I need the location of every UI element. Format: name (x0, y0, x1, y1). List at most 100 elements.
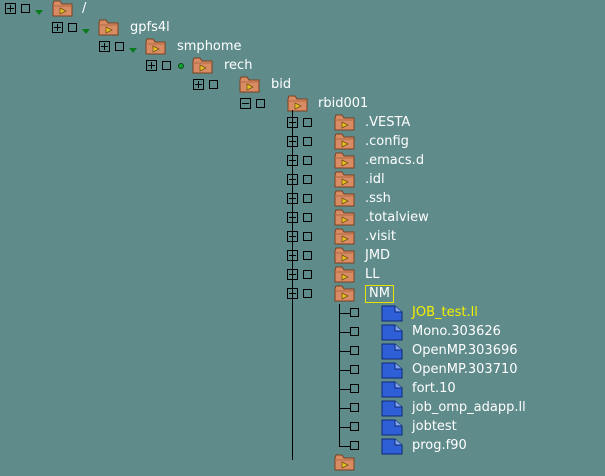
folder-label[interactable]: rbid001 (318, 96, 369, 111)
select-checkbox[interactable] (350, 403, 359, 412)
folder-icon[interactable] (334, 209, 356, 227)
folder-label[interactable]: .VESTA (365, 115, 411, 130)
expand-toggle[interactable] (287, 117, 298, 128)
folder-label[interactable]: / (82, 1, 87, 16)
select-checkbox[interactable] (256, 99, 265, 108)
file-label[interactable]: prog.f90 (412, 438, 467, 453)
folder-label[interactable]: bid (271, 77, 292, 92)
folder-icon[interactable] (192, 57, 214, 75)
tree-node-smphome[interactable]: smphome (0, 38, 605, 57)
tree-node-file[interactable]: fort.10 (0, 380, 605, 399)
file-icon[interactable] (381, 324, 403, 341)
file-label[interactable]: Mono.303626 (412, 324, 501, 339)
file-label[interactable]: job_omp_adapp.ll (412, 400, 526, 415)
file-label[interactable]: jobtest (412, 419, 457, 434)
tree-node-JMD[interactable]: JMD (0, 247, 605, 266)
tree-node-rbid001[interactable]: rbid001 (0, 95, 605, 114)
select-checkbox[interactable] (68, 23, 77, 32)
file-label[interactable]: OpenMP.303696 (412, 343, 518, 358)
folder-icon[interactable] (52, 0, 74, 18)
file-icon[interactable] (381, 305, 403, 322)
select-checkbox[interactable] (21, 4, 30, 13)
tree-node-file[interactable]: job_omp_adapp.ll (0, 399, 605, 418)
folder-icon[interactable] (334, 454, 356, 472)
folder-icon[interactable] (334, 228, 356, 246)
expand-toggle[interactable] (287, 212, 298, 223)
folder-label[interactable]: .emacs.d (365, 153, 425, 168)
file-icon[interactable] (381, 381, 403, 398)
tree-node-dot-ssh[interactable]: .ssh (0, 190, 605, 209)
expand-toggle[interactable] (52, 22, 63, 33)
folder-label[interactable]: smphome (177, 39, 242, 54)
tree-node-dot-idl[interactable]: .idl (0, 171, 605, 190)
file-icon[interactable] (381, 362, 403, 379)
tree-node-dot-config[interactable]: .config (0, 133, 605, 152)
select-checkbox[interactable] (162, 61, 171, 70)
collapse-toggle[interactable] (287, 288, 298, 299)
folder-icon[interactable] (98, 19, 120, 37)
select-checkbox[interactable] (350, 422, 359, 431)
file-icon[interactable] (381, 400, 403, 417)
select-checkbox[interactable] (350, 384, 359, 393)
folder-icon[interactable] (145, 38, 167, 56)
folder-label[interactable]: .config (365, 134, 409, 149)
folder-icon[interactable] (334, 152, 356, 170)
select-checkbox[interactable] (303, 213, 312, 222)
folder-icon[interactable] (334, 171, 356, 189)
select-checkbox[interactable] (303, 175, 312, 184)
folder-label[interactable]: rech (224, 58, 253, 73)
expand-toggle[interactable] (287, 155, 298, 166)
select-checkbox[interactable] (209, 80, 218, 89)
folder-icon[interactable] (334, 190, 356, 208)
tree-node-file[interactable]: prog.f90 (0, 437, 605, 456)
select-checkbox[interactable] (303, 232, 312, 241)
select-checkbox[interactable] (350, 346, 359, 355)
folder-icon[interactable] (239, 76, 261, 94)
select-checkbox[interactable] (303, 156, 312, 165)
select-checkbox[interactable] (350, 327, 359, 336)
folder-label[interactable]: NM (365, 285, 394, 303)
expand-toggle[interactable] (5, 3, 16, 14)
select-checkbox[interactable] (115, 42, 124, 51)
select-checkbox[interactable] (303, 118, 312, 127)
select-checkbox[interactable] (350, 365, 359, 374)
expand-toggle[interactable] (287, 250, 298, 261)
collapse-toggle[interactable] (240, 98, 251, 109)
folder-label[interactable]: LL (365, 267, 380, 282)
folder-icon[interactable] (287, 95, 309, 113)
select-checkbox[interactable] (350, 308, 359, 317)
file-icon[interactable] (381, 343, 403, 360)
select-checkbox[interactable] (303, 137, 312, 146)
expand-toggle[interactable] (146, 60, 157, 71)
expand-toggle[interactable] (287, 269, 298, 280)
tree-node-file[interactable]: OpenMP.303696 (0, 342, 605, 361)
folder-icon[interactable] (334, 285, 356, 303)
tree-node-LL[interactable]: LL (0, 266, 605, 285)
file-label[interactable]: JOB_test.ll (412, 305, 478, 320)
folder-label[interactable]: JMD (365, 248, 391, 263)
tree-node-dot-totalview[interactable]: .totalview (0, 209, 605, 228)
expand-toggle[interactable] (287, 174, 298, 185)
tree-node-gpfs4l[interactable]: gpfs4l (0, 19, 605, 38)
folder-label[interactable]: gpfs4l (130, 20, 170, 35)
folder-label[interactable]: .idl (365, 172, 385, 187)
select-checkbox[interactable] (303, 194, 312, 203)
folder-label[interactable]: .ssh (365, 191, 391, 206)
tree-node-rech[interactable]: rech (0, 57, 605, 76)
folder-icon[interactable] (334, 114, 356, 132)
file-icon[interactable] (381, 438, 403, 455)
file-icon[interactable] (381, 419, 403, 436)
tree-node-dot-VESTA[interactable]: .VESTA (0, 114, 605, 133)
tree-node-file[interactable]: Mono.303626 (0, 323, 605, 342)
expand-toggle[interactable] (287, 231, 298, 242)
expand-toggle[interactable] (99, 41, 110, 52)
folder-icon[interactable] (334, 133, 356, 151)
expand-toggle[interactable] (287, 193, 298, 204)
select-checkbox[interactable] (303, 270, 312, 279)
tree-node-dot-emacs.d[interactable]: .emacs.d (0, 152, 605, 171)
select-checkbox[interactable] (303, 289, 312, 298)
expand-toggle[interactable] (193, 79, 204, 90)
folder-label[interactable]: .visit (365, 229, 396, 244)
select-checkbox[interactable] (303, 251, 312, 260)
file-label[interactable]: fort.10 (412, 381, 456, 396)
